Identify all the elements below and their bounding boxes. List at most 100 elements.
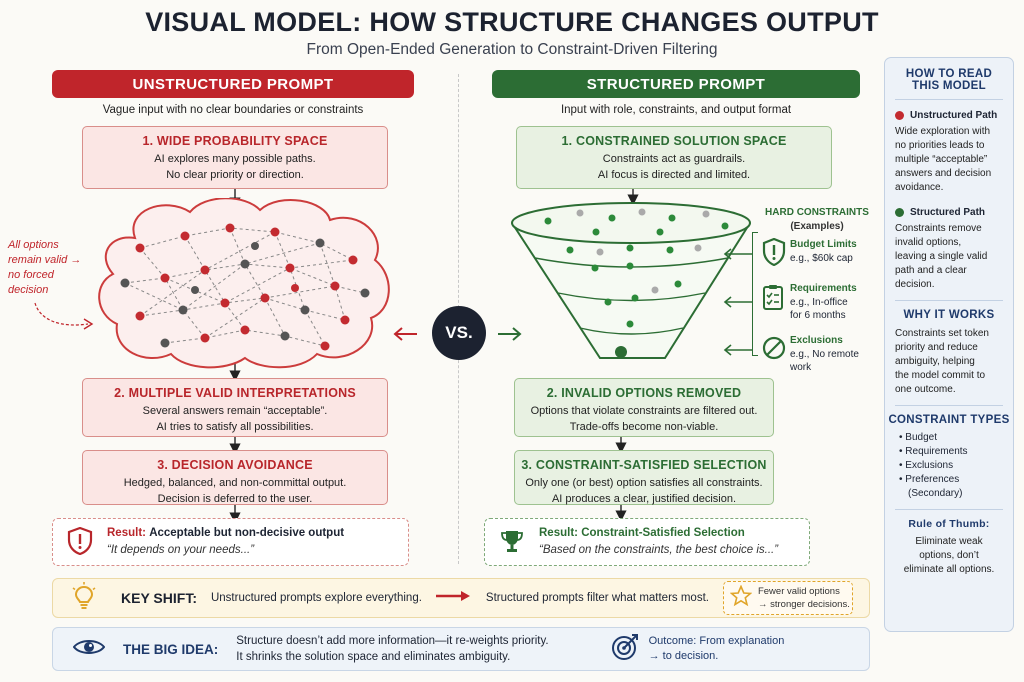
big-idea-line: It shrinks the solution space and elimin… <box>236 651 511 663</box>
constraint-name: Budget Limits <box>790 239 857 250</box>
constraints-bracket <box>752 232 758 356</box>
note-line: Fewer valid options <box>757 586 840 597</box>
result-quote: “It depends on your needs...” <box>107 544 255 556</box>
text-line: Constraints remove <box>895 223 982 234</box>
decision-avoidance-box: 3. DECISION AVOIDANCE Hedged, balanced, … <box>82 450 388 505</box>
vs-arrows <box>393 327 522 341</box>
text-line: Wide exploration with <box>895 126 991 137</box>
constraint-example: e.g., $60k cap <box>790 252 853 264</box>
box-line: Hedged, balanced, and non-committal outp… <box>123 477 347 489</box>
constraint-funnel <box>511 189 751 359</box>
box-title: 2. INVALID OPTIONS REMOVED <box>546 386 742 400</box>
page-title: VISUAL MODEL: HOW STRUCTURE CHANGES OUTP… <box>145 7 879 37</box>
box-title: 3. CONSTRAINT-SATISFIED SELECTION <box>521 458 767 472</box>
text-line: eliminate all options. <box>903 564 995 575</box>
box-title: 3. DECISION AVOIDANCE <box>157 458 313 472</box>
legend-label: Structured Path <box>910 207 986 218</box>
box-line: Constraints act as guardrails. <box>602 153 746 165</box>
multiple-interpretations-box: 2. MULTIPLE VALID INTERPRETATIONS Severa… <box>82 378 388 437</box>
box-line: Only one (or best) option satisfies all … <box>525 477 763 489</box>
legend-structured: Structured Path <box>895 207 1013 218</box>
note-line: decision <box>8 284 49 296</box>
text-line: leaving a single valid <box>895 251 988 262</box>
structured-header: STRUCTURED PROMPT <box>492 70 860 98</box>
arrow-right-icon <box>435 589 472 607</box>
structured-explanation: Constraints remove invalid options, leav… <box>895 222 1005 292</box>
hard-constraints-heading: HARD CONSTRAINTS (Examples) <box>757 206 877 234</box>
result-label: Result: <box>107 527 146 539</box>
constraint-example: work <box>790 362 812 373</box>
sidebar-heading: HOW TO READ <box>905 68 993 80</box>
invalid-options-box: 2. INVALID OPTIONS REMOVED Options that … <box>514 378 774 437</box>
unstructured-description: Vague input with no clear boundaries or … <box>102 104 364 116</box>
unstructured-explanation: Wide exploration with no priorities lead… <box>895 125 1005 195</box>
key-shift-from: Unstructured prompts explore everything. <box>210 592 422 604</box>
constraint-budget: Budget Limits e.g., $60k cap <box>762 237 880 278</box>
wide-probability-box: 1. WIDE PROBABILITY SPACE AI explores ma… <box>82 126 388 189</box>
list-item: • Exclusions <box>899 460 954 471</box>
text-line: priority and reduce <box>895 342 978 353</box>
constraint-types-list: • Budget • Requirements • Exclusions • P… <box>899 431 1005 501</box>
note-line: no forced <box>8 269 54 281</box>
page-subtitle: From Open-Ended Generation to Constraint… <box>306 41 718 58</box>
box-title: 1. WIDE PROBABILITY SPACE <box>142 134 328 148</box>
key-shift-note: Fewer valid options → stronger decisions… <box>722 581 853 615</box>
eye-icon <box>72 637 107 662</box>
constraint-selection-box: 3. CONSTRAINT-SATISFIED SELECTION Only o… <box>514 450 774 505</box>
how-to-read-sidebar: HOW TO READ THIS MODEL Unstructured Path… <box>884 57 1014 632</box>
text-line: options, don’t <box>919 550 979 561</box>
note-line: All options <box>8 239 59 251</box>
box-line: AI focus is directed and limited. <box>597 169 751 181</box>
key-shift-to: Structured prompts filter what matters m… <box>485 592 709 604</box>
why-explanation: Constraints set token priority and reduc… <box>895 327 1005 397</box>
green-dot-icon <box>895 208 904 217</box>
vs-label: VS. <box>445 323 473 342</box>
big-idea-label: THE BIG IDEA: <box>123 641 219 657</box>
outcome-line: → to decision. <box>648 650 719 662</box>
alert-shield-icon <box>67 526 93 558</box>
box-line: Options that violate constraints are fil… <box>530 405 758 417</box>
legend-unstructured: Unstructured Path <box>895 110 1013 121</box>
prohibited-icon <box>762 334 790 380</box>
red-dot-icon <box>895 111 904 120</box>
cloud-note: All options remain valid → no forced dec… <box>8 238 98 298</box>
text-line: Eliminate weak <box>915 536 983 547</box>
star-icon <box>729 583 753 612</box>
box-line: No clear priority or direction. <box>166 169 304 181</box>
list-item: • Requirements <box>899 446 968 457</box>
outcome-line: Outcome: From explanation <box>648 635 785 647</box>
unstructured-result: Result: Acceptable but non-decisive outp… <box>52 518 409 566</box>
constraint-example: e.g., No remote <box>790 348 859 360</box>
text-line: multiple “acceptable” <box>895 154 988 165</box>
text-line: decision. <box>895 279 935 290</box>
constraint-exclusions: Exclusions e.g., No remote work <box>762 334 880 380</box>
structured-description: Input with role, constraints, and output… <box>560 104 792 116</box>
list-item: (Secondary) <box>908 488 963 499</box>
types-heading: CONSTRAINT TYPES <box>888 414 1010 426</box>
big-idea-line: Structure doesn’t add more information—i… <box>236 635 549 647</box>
constraint-name: Requirements <box>790 283 857 294</box>
key-shift-label: KEY SHIFT: <box>121 590 197 606</box>
constraint-requirements: Requirements e.g., In-office for 6 month… <box>762 282 880 328</box>
result-label: Result: <box>539 527 578 539</box>
probability-cloud <box>98 198 390 369</box>
unstructured-header: UNSTRUCTURED PROMPT <box>52 70 414 98</box>
box-line: AI explores many possible paths. <box>154 153 316 165</box>
list-item: • Budget <box>899 432 937 443</box>
text-line: answers and decision <box>895 168 992 179</box>
constraint-example: e.g., In-office <box>790 296 848 308</box>
box-title: 1. CONSTRAINED SOLUTION SPACE <box>561 134 787 148</box>
constraint-arrows <box>723 248 752 356</box>
note-line: → stronger decisions. <box>757 599 850 610</box>
text-line: avoidance. <box>895 182 944 193</box>
constraint-name: Exclusions <box>790 335 843 346</box>
target-icon <box>611 633 639 666</box>
box-line: AI tries to satisfy all possibilities. <box>156 421 314 433</box>
text-line: no priorities leads to <box>895 140 985 151</box>
result-text: Acceptable but non-decisive output <box>149 527 345 539</box>
rule-heading: Rule of Thumb: <box>908 518 990 530</box>
box-line: Several answers remain “acceptable”. <box>142 405 328 417</box>
text-line: one outcome. <box>895 384 956 395</box>
structured-result: Result: Constraint-Satisfied Selection “… <box>484 518 810 566</box>
text-line: the model commit to <box>895 370 986 381</box>
